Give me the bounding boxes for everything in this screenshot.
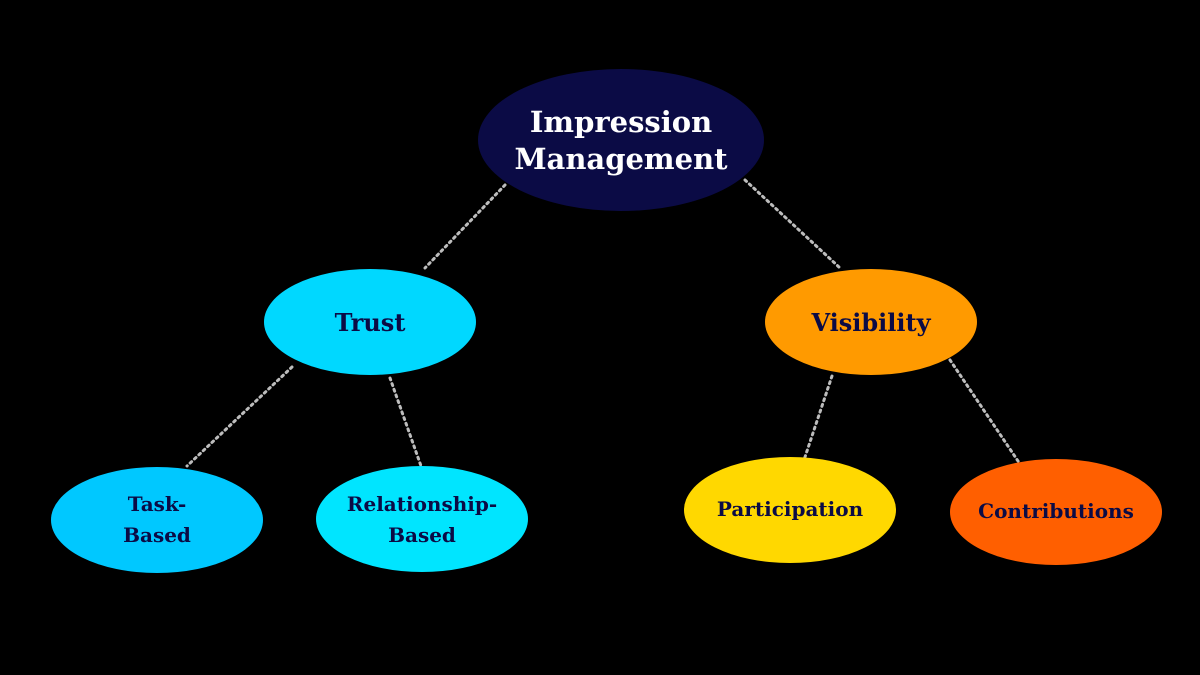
node-shape: [316, 466, 528, 572]
node-shape: [51, 467, 263, 573]
node-label-line-1: Task-: [128, 492, 187, 516]
node-label-line-2: Based: [123, 523, 191, 547]
node-shape: [950, 459, 1162, 565]
node-contributions: Contributions: [950, 459, 1162, 565]
node-visibility: Visibility: [765, 269, 977, 375]
node-label-line-1: Relationship-: [347, 492, 497, 516]
connector-visibility-contributions: [948, 358, 1022, 466]
node-label-line-2: Based: [388, 523, 456, 547]
node-label: Contributions: [978, 499, 1134, 523]
connector-trust-task-based: [185, 365, 294, 468]
node-shape: [684, 457, 896, 563]
node-task-based: Task- Based: [51, 467, 263, 573]
connector-root-trust: [423, 183, 507, 270]
connector-root-visibility: [743, 178, 842, 270]
node-label-line-2: Management: [514, 142, 728, 176]
node-participation: Participation: [684, 457, 896, 563]
node-trust: Trust: [264, 269, 476, 375]
connector-trust-relationship-based: [388, 376, 423, 468]
node-relationship-based: Relationship- Based: [316, 466, 528, 572]
node-label: Participation: [717, 497, 864, 521]
node-impression-management: Impression Management: [478, 69, 764, 211]
node-shape: [478, 69, 764, 211]
connector-visibility-participation: [802, 374, 834, 462]
node-shape: [264, 269, 476, 375]
node-label: Visibility: [810, 308, 931, 337]
node-label-line-1: Impression: [530, 105, 712, 139]
node-shape: [765, 269, 977, 375]
node-label: Trust: [335, 308, 406, 337]
